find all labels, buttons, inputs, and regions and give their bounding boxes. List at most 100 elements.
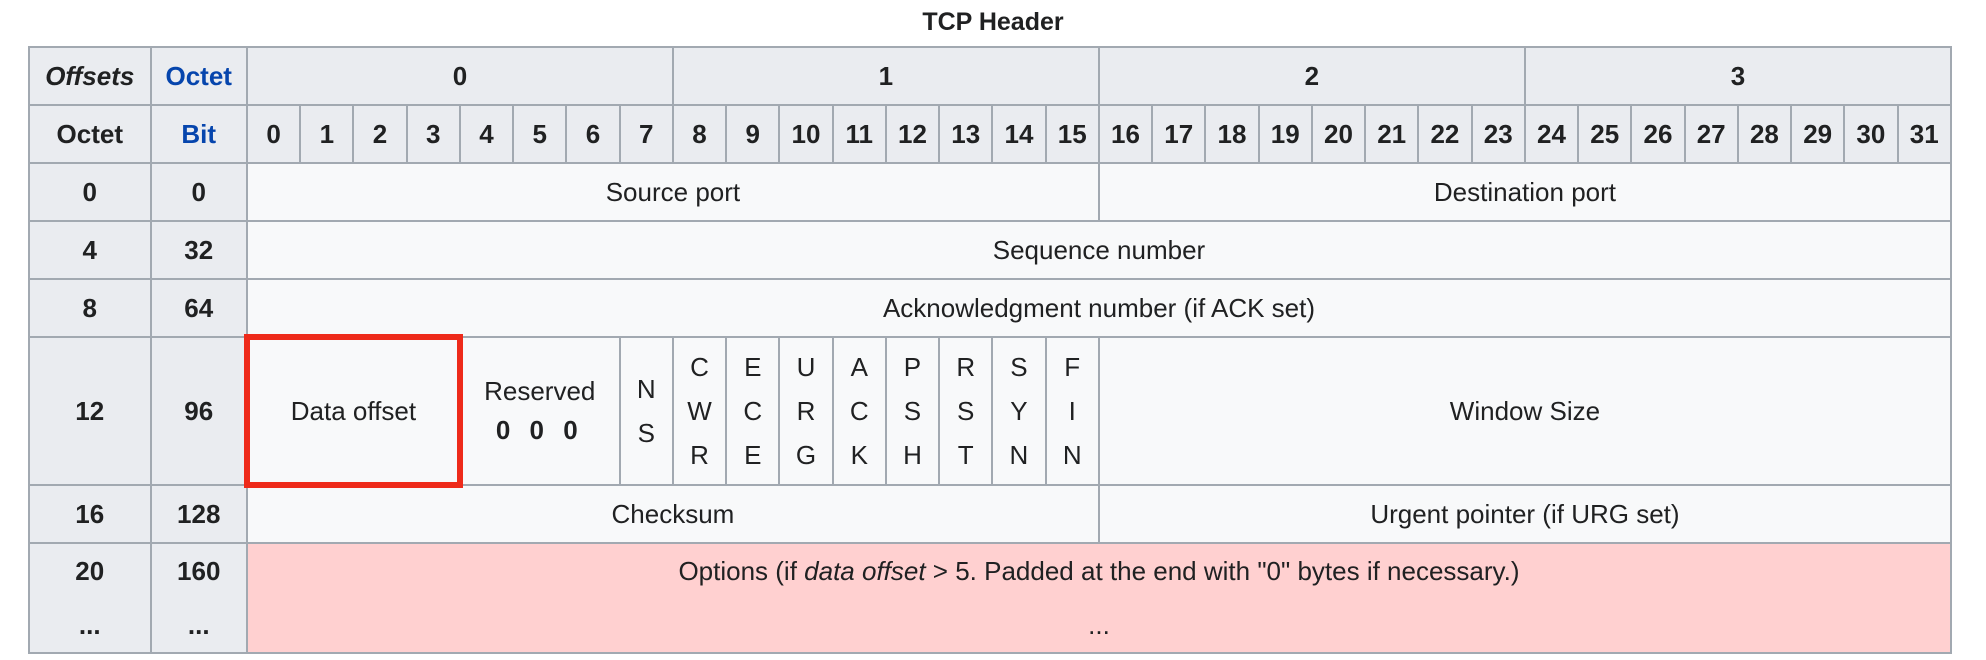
row-bit: 160: [177, 556, 221, 586]
table-row: 20 ... 160 ... Options (if data offset >…: [28, 542, 1953, 654]
flag-letter: S: [1010, 352, 1028, 382]
flag-letter: S: [903, 396, 922, 426]
row-octet-more: ...: [78, 610, 101, 640]
bit-header: 10: [778, 104, 834, 164]
data-offset-label: Data offset: [290, 395, 417, 426]
bit-header: 12: [884, 104, 941, 164]
field-urgent-pointer: Urgent pointer (if URG set): [1097, 484, 1953, 544]
octet-link[interactable]: Octet: [149, 46, 248, 106]
octet-group-3: 3: [1523, 46, 1953, 106]
flag-letter: P: [903, 352, 922, 382]
flag-letter: R: [956, 352, 976, 382]
bit-header: 31: [1896, 104, 1952, 164]
flag-letter: A: [850, 352, 868, 382]
flag-letter: K: [850, 440, 868, 470]
field-data-offset: Data offset: [243, 334, 463, 488]
field-checksum: Checksum: [245, 484, 1100, 544]
flag-letter: R: [690, 440, 709, 470]
row-bit: 0: [149, 162, 248, 222]
flag-letter: E: [744, 440, 762, 470]
flag-letter: C: [743, 396, 763, 426]
bit-header: 25: [1577, 104, 1633, 164]
flag-letter: T: [957, 440, 974, 470]
offsets-header: Offsets: [28, 46, 152, 106]
bit-header: 3: [405, 104, 461, 164]
bit-header: 22: [1417, 104, 1473, 164]
flag-letter: N: [1009, 440, 1029, 470]
bit-header: 19: [1257, 104, 1313, 164]
bit-header: 28: [1736, 104, 1793, 164]
bit-header: 30: [1843, 104, 1899, 164]
flag-letter: F: [1064, 352, 1081, 382]
table-row: 8 64 Acknowledgment number (if ACK set): [28, 278, 1953, 338]
row-bit: 64: [149, 278, 248, 338]
row-octet: 20: [75, 556, 105, 586]
bit-header: 17: [1151, 104, 1207, 164]
bit-header: 21: [1364, 104, 1420, 164]
bit-header: 11: [831, 104, 887, 164]
row-octet: 4: [28, 220, 152, 280]
reserved-label: Reserved: [484, 376, 596, 406]
row-bit: 128: [149, 484, 248, 544]
bit-header: 20: [1310, 104, 1367, 164]
flag-letter: W: [687, 396, 712, 426]
octet-group-0: 0: [245, 46, 674, 106]
field-window-size: Window Size: [1097, 336, 1953, 486]
options-more: ...: [1088, 610, 1110, 640]
options-suffix: > 5. Padded at the end with "0" bytes if…: [925, 556, 1520, 586]
row-octet: 8: [28, 278, 152, 338]
header-row-octets: Offsets Octet 0 1 2 3: [28, 46, 1953, 106]
flag-letter: S: [957, 396, 975, 426]
flag-letter: Y: [1010, 396, 1028, 426]
table-row: 16 128 Checksum Urgent pointer (if URG s…: [28, 484, 1953, 544]
table-row: 4 32 Sequence number: [28, 220, 1953, 280]
reserved-bits: 0 0 0: [495, 415, 584, 445]
row-bit: 32: [149, 220, 248, 280]
flag-letter: H: [903, 440, 922, 470]
flag-letter: N: [636, 374, 656, 404]
bit-header: 26: [1630, 104, 1686, 164]
bit-header: 0: [245, 104, 302, 164]
bit-header: 15: [1044, 104, 1100, 164]
row-bit: 96: [149, 336, 248, 486]
flag-letter: C: [690, 352, 709, 382]
bit-header: 1: [299, 104, 355, 164]
field-sequence-number: Sequence number: [245, 220, 1953, 280]
flag-letter: N: [1062, 440, 1082, 470]
flag-letter: U: [796, 352, 816, 382]
field-acknowledgment-number: Acknowledgment number (if ACK set): [245, 278, 1953, 338]
bit-header: 4: [458, 104, 515, 164]
bit-header: 2: [352, 104, 408, 164]
octet-group-1: 1: [671, 46, 1100, 106]
flag-letter: G: [795, 440, 817, 470]
field-reserved: Reserved 0 0 0: [458, 336, 621, 486]
octet-header: Octet: [28, 104, 152, 164]
field-options: Options (if data offset > 5. Padded at t…: [245, 542, 1953, 654]
row-bit-more: ...: [187, 610, 210, 640]
bit-link[interactable]: Bit: [149, 104, 248, 164]
options-prefix: Options (if: [678, 556, 805, 586]
bit-header: 14: [991, 104, 1047, 164]
flag-letter: E: [744, 352, 762, 382]
field-source-port: Source port: [245, 162, 1100, 222]
table-caption: TCP Header: [922, 8, 1064, 36]
bit-header: 18: [1204, 104, 1260, 164]
options-text: Options (if data offset > 5. Padded at t…: [248, 544, 1950, 598]
bit-header: 16: [1097, 104, 1154, 164]
row-octet: 12: [28, 336, 152, 486]
row-octet: 16: [28, 484, 152, 544]
flag-letter: C: [849, 396, 869, 426]
table-row: 0 0 Source port Destination port: [28, 162, 1953, 222]
bit-header: 7: [618, 104, 674, 164]
